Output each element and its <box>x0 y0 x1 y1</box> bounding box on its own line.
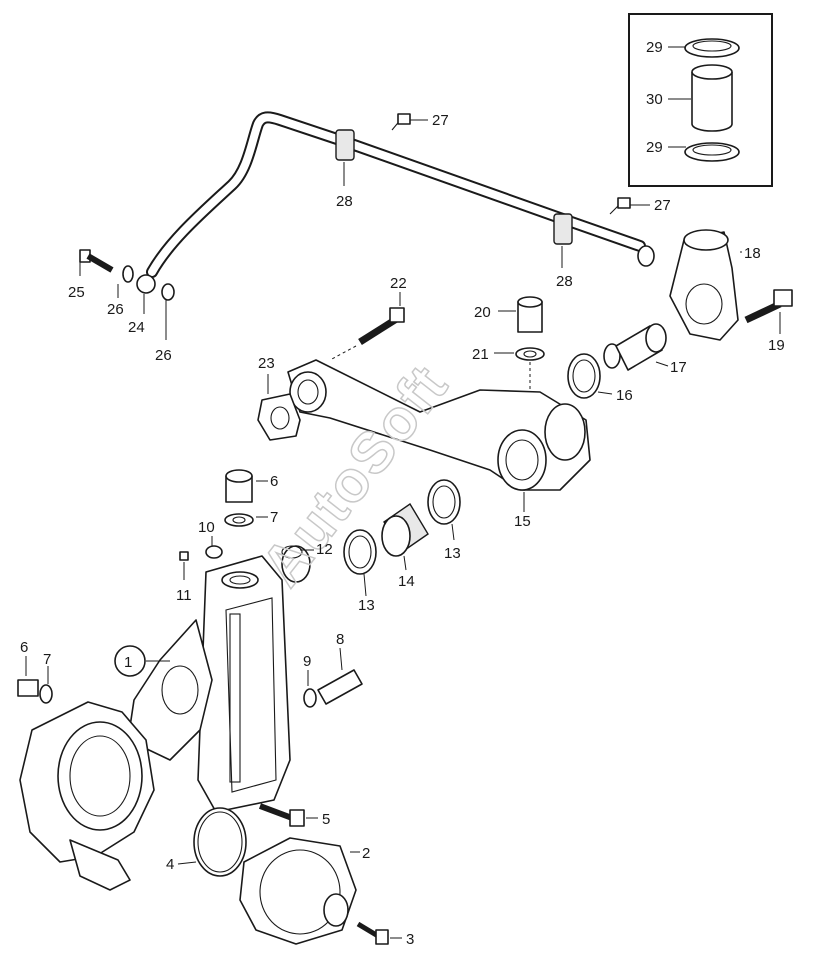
inset-hose-kit <box>628 13 773 187</box>
callout-label: 14 <box>398 573 415 590</box>
bolt-3 <box>356 921 402 945</box>
gasket-23 <box>257 374 301 441</box>
callout-label: 7 <box>43 651 51 668</box>
callout-label: 10 <box>198 519 215 536</box>
callout-label: 22 <box>390 275 407 292</box>
callout-label: 24 <box>128 319 145 336</box>
callout-label: 27 <box>654 197 671 214</box>
callout-label: 18 <box>744 245 761 262</box>
coolant-manifold <box>287 359 591 512</box>
bleed-screw <box>494 296 545 416</box>
callout-label: 26 <box>155 347 172 364</box>
callout-label: 6 <box>20 639 28 656</box>
seal-rings <box>343 479 461 597</box>
callout-label: 28 <box>556 273 573 290</box>
callout-label: 12 <box>316 541 333 558</box>
callout-label: 20 <box>474 304 491 321</box>
callout-label: 5 <box>322 811 330 828</box>
callout-labels: 1 2 3 4 5 6 7 6 7 8 9 10 11 12 13 13 14 … <box>20 39 785 948</box>
callout-label: 4 <box>166 856 174 873</box>
callout-label: 9 <box>303 653 311 670</box>
callout-label: 21 <box>472 346 489 363</box>
callout-label: 30 <box>646 91 663 108</box>
callout-label: 16 <box>616 387 633 404</box>
small-fittings <box>179 536 314 580</box>
callout-label: 29 <box>646 39 663 56</box>
callout-label: 13 <box>358 597 375 614</box>
callout-label: 27 <box>432 112 449 129</box>
callout-label: 8 <box>336 631 344 648</box>
callout-label: 15 <box>514 513 531 530</box>
water-pump <box>239 837 360 945</box>
callout-label: 19 <box>768 337 785 354</box>
callout-label: 29 <box>646 139 663 156</box>
thermostat <box>603 323 669 371</box>
o-ring-4 <box>177 807 247 877</box>
gasket-16 <box>567 353 613 399</box>
callout-label: 7 <box>270 509 278 526</box>
callout-label: 2 <box>362 845 370 862</box>
callout-label: 11 <box>176 587 192 604</box>
callout-label: 13 <box>444 545 461 562</box>
thermostat-housing <box>669 229 793 341</box>
callout-label: 25 <box>68 284 85 301</box>
bolt-5 <box>258 803 318 827</box>
plug-top <box>224 469 268 527</box>
pulley-housing <box>19 701 155 891</box>
callout-label: 23 <box>258 355 275 372</box>
plug-left <box>17 656 53 704</box>
pump-housing <box>114 545 311 813</box>
callout-label: 17 <box>670 359 687 376</box>
bolt-22 <box>329 292 405 361</box>
callout-label: 1 <box>124 654 132 671</box>
upper-coolant-pipe <box>79 111 655 340</box>
callout-label: 28 <box>336 193 353 210</box>
callout-label: 6 <box>270 473 278 490</box>
temp-sensor <box>303 647 363 708</box>
callout-label: 3 <box>406 931 414 948</box>
callout-label: 26 <box>107 301 124 318</box>
